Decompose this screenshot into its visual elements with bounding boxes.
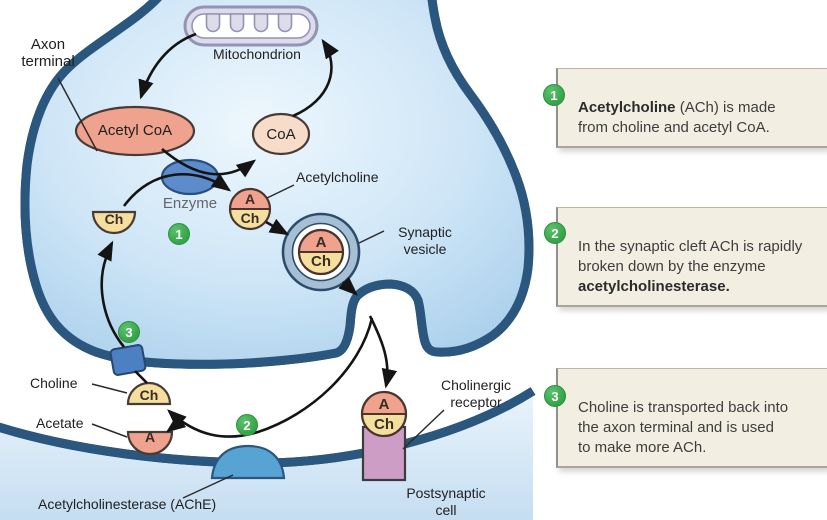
axon-terminal-label: Axon terminal bbox=[21, 36, 75, 70]
process-arrows bbox=[97, 32, 398, 438]
choline-label: Choline bbox=[30, 375, 78, 391]
step-2-badge: 2 bbox=[544, 222, 566, 244]
acetate-label: Acetate bbox=[36, 415, 84, 431]
diagram-step-1-badge: 1 bbox=[168, 223, 190, 245]
step-3-badge: 3 bbox=[544, 385, 566, 407]
diagram-step-2-badge: 2 bbox=[236, 414, 258, 436]
pointer-lines bbox=[57, 77, 445, 499]
diagram-step-3-badge: 3 bbox=[118, 321, 140, 343]
step-2-box: In the synaptic cleft ACh is rapidly bro… bbox=[556, 207, 827, 307]
coa-shape bbox=[251, 112, 311, 156]
acetylcholine-disc bbox=[228, 187, 272, 231]
choline-bowl-shape bbox=[91, 210, 137, 235]
ach-a-letter: A bbox=[244, 191, 256, 207]
arrow-ach-to-vesicle bbox=[265, 218, 290, 236]
step-1-box: Acetylcholine (ACh) is made from choline… bbox=[556, 68, 827, 148]
coa-label: CoA bbox=[266, 126, 296, 143]
step-2-text: In the synaptic cleft ACh is rapidly bro… bbox=[578, 238, 803, 275]
arrow-choline-to-ach bbox=[122, 172, 232, 207]
enzyme-shape bbox=[160, 158, 220, 196]
vesicle-a-letter: A bbox=[315, 234, 327, 251]
arrow-choline-reuptake-inner bbox=[97, 240, 126, 348]
choline-transporter-shape bbox=[109, 344, 147, 376]
ach-ch-letter: Ch bbox=[240, 210, 260, 226]
choline-pointer bbox=[91, 383, 128, 394]
ache-shape bbox=[210, 444, 286, 480]
arrow-vesicle-to-membrane bbox=[338, 276, 358, 296]
vesicle-ch-letter: Ch bbox=[311, 253, 331, 270]
arrow-release-to-receptor bbox=[368, 315, 398, 389]
acetylcholine-label: Acetylcholine bbox=[296, 169, 379, 185]
mitochondrion-label: Mitochondrion bbox=[213, 46, 301, 62]
synaptic-vesicle-label: Synaptic vesicle bbox=[398, 224, 452, 257]
step-1-text: (ACh) is made from choline and acetyl Co… bbox=[578, 99, 776, 136]
receptor-ch-letter: Ch bbox=[374, 416, 394, 433]
acetyl-coa-label: Acetyl CoA bbox=[97, 122, 173, 139]
step-1-text-bold: Acetylcholine bbox=[578, 99, 676, 116]
synaptic-vesicle-shape bbox=[281, 212, 361, 292]
acetate-bowl-shape bbox=[126, 430, 174, 456]
receptor-pointer bbox=[402, 409, 445, 450]
arrow-breakdown-to-acetate bbox=[165, 414, 187, 433]
step-3-text: Choline is transported back into the axo… bbox=[578, 399, 789, 456]
receptor-a-letter: A bbox=[378, 396, 390, 413]
acetate-bowl-letter: A bbox=[144, 429, 156, 445]
ache-pointer bbox=[182, 474, 234, 499]
arrow-mito-to-acetylcoa bbox=[138, 32, 197, 100]
step-1-badge: 1 bbox=[543, 84, 565, 106]
mitochondrion-shape bbox=[183, 5, 319, 47]
cholinergic-receptor-label: Cholinergic receptor bbox=[440, 377, 512, 410]
acetylcholine-pointer bbox=[266, 184, 295, 199]
arrow-acetylcoa-to-coa bbox=[161, 148, 257, 178]
choline-dome-letter: Ch bbox=[139, 387, 159, 403]
synaptic-vesicle-pointer bbox=[358, 230, 385, 244]
choline-dome-shape bbox=[126, 381, 172, 406]
enzyme-label: Enzyme bbox=[162, 195, 218, 212]
receptor-ach-disc bbox=[360, 390, 408, 438]
step-3-box: Choline is transported back into the axo… bbox=[556, 368, 827, 468]
arrow-choline-reuptake-outer bbox=[134, 370, 148, 384]
acetyl-coa-shape bbox=[74, 105, 196, 157]
acetate-pointer bbox=[91, 423, 128, 438]
arrow-coa-to-mito bbox=[292, 38, 339, 118]
choline-bowl-letter: Ch bbox=[104, 211, 124, 227]
step-2-text-bold: acetylcholinesterase. bbox=[578, 278, 730, 295]
axon-terminal-pointer bbox=[57, 77, 98, 152]
arrow-ach-to-breakdown bbox=[167, 317, 374, 438]
postsynaptic-cell-label: Postsynaptic cell bbox=[406, 485, 486, 518]
ache-label: Acetylcholinesterase (AChE) bbox=[38, 496, 217, 512]
